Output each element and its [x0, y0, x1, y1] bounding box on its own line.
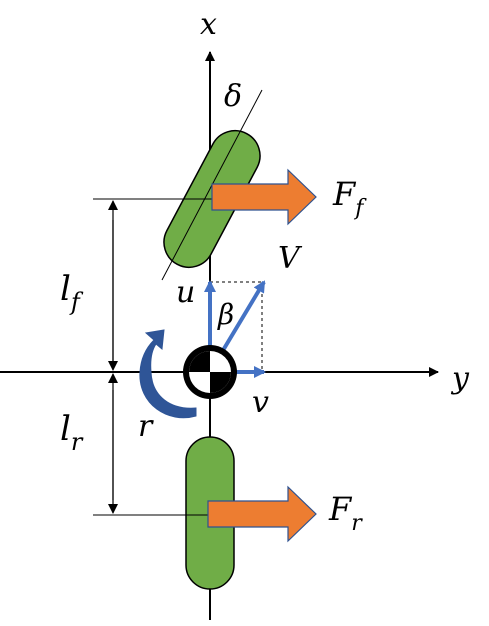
- steer-angle-label: δ: [224, 79, 242, 114]
- y-axis-label: y: [450, 361, 470, 396]
- rear-length-label: lr: [60, 409, 84, 456]
- long-velocity-label: u: [176, 275, 195, 310]
- yaw-rate-arrow: [139, 329, 197, 419]
- yaw-rate-label: r: [138, 409, 154, 444]
- velocity-label: V: [278, 241, 303, 276]
- center-of-gravity-symbol: [183, 345, 237, 399]
- slip-angle-label: β: [217, 298, 234, 331]
- front-force-arrow: [211, 168, 317, 226]
- x-axis-label: x: [200, 7, 217, 42]
- lat-velocity-label: v: [252, 385, 269, 420]
- rear-force-label: Fr: [328, 490, 363, 536]
- front-length-label: lf: [60, 269, 84, 316]
- front-force-label: Ff: [332, 175, 367, 221]
- rear-force-arrow: [207, 485, 317, 543]
